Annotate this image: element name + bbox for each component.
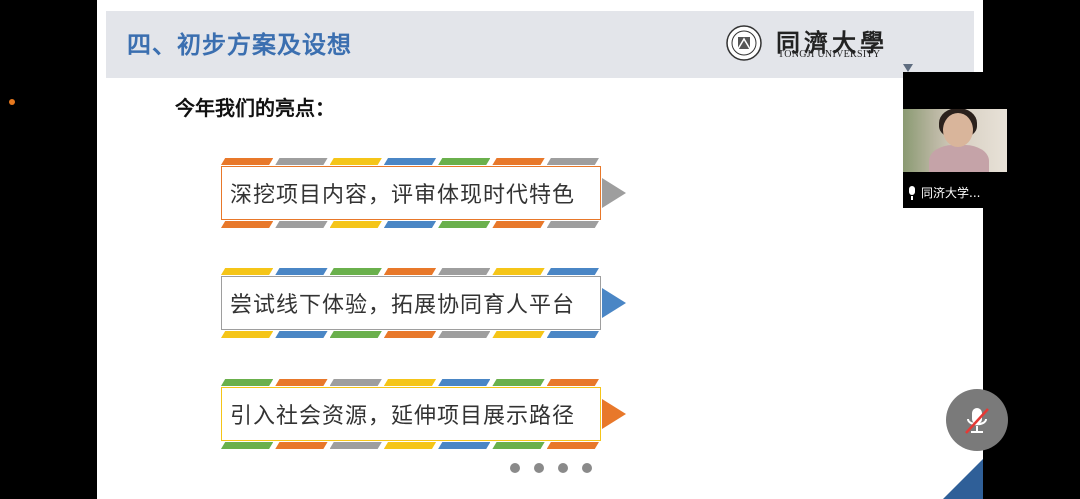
university-seal-icon bbox=[726, 25, 762, 61]
stripe-segment bbox=[329, 268, 382, 275]
stripe-segment bbox=[492, 379, 545, 386]
stripe-segment bbox=[275, 331, 328, 338]
stripe-segment bbox=[492, 331, 545, 338]
stripe-segment bbox=[438, 268, 491, 275]
stripe-segment bbox=[438, 221, 491, 228]
participant-name: 同济大学... bbox=[921, 186, 981, 200]
stripe-segment bbox=[492, 268, 545, 275]
stripe-segment bbox=[329, 158, 382, 165]
status-dot bbox=[9, 99, 15, 105]
arrow-right-icon bbox=[602, 288, 626, 318]
highlight-box: 尝试线下体验，拓展协同育人平台 bbox=[221, 276, 601, 330]
highlight-box: 引入社会资源，延伸项目展示路径 bbox=[221, 387, 601, 441]
stripe-segment bbox=[221, 442, 274, 449]
microphone-icon bbox=[907, 185, 917, 200]
participant-label: 同济大学... bbox=[907, 184, 980, 201]
stripe-segment bbox=[546, 442, 599, 449]
stripe-segment bbox=[221, 331, 274, 338]
corner-marker bbox=[903, 64, 913, 72]
stripe-segment bbox=[383, 158, 437, 165]
stripe-segment bbox=[492, 442, 545, 449]
logo-chinese-name: 同濟大學 bbox=[776, 28, 888, 57]
decor-stripe-bottom bbox=[221, 331, 601, 338]
highlight-item-3: 引入社会资源，延伸项目展示路径 bbox=[221, 379, 631, 449]
stripe-segment bbox=[221, 221, 274, 228]
university-logo: 同濟大學 TONGJI UNIVERSITY bbox=[726, 25, 966, 65]
stripe-segment bbox=[221, 268, 274, 275]
stripe-segment bbox=[329, 331, 382, 338]
stripe-segment bbox=[329, 379, 382, 386]
slide-header: 四、初步方案及设想 同濟大學 TONGJI UNIVERSITY bbox=[106, 11, 974, 78]
stripe-segment bbox=[438, 442, 491, 449]
shared-slide: 四、初步方案及设想 同濟大學 TONGJI UNIVERSITY 今年我们的亮点… bbox=[97, 0, 983, 499]
stripe-segment bbox=[383, 268, 437, 275]
pager-dot[interactable] bbox=[558, 463, 568, 473]
participant-video-tile[interactable]: 同济大学... bbox=[903, 72, 1007, 208]
slide-title: 四、初步方案及设想 bbox=[127, 31, 352, 59]
highlight-item-2: 尝试线下体验，拓展协同育人平台 bbox=[221, 268, 631, 338]
stripe-segment bbox=[546, 331, 599, 338]
stripe-segment bbox=[221, 379, 274, 386]
stripe-segment bbox=[438, 158, 491, 165]
stripe-segment bbox=[275, 158, 328, 165]
pager-dot[interactable] bbox=[534, 463, 544, 473]
stripe-segment bbox=[275, 379, 328, 386]
decor-stripe-bottom bbox=[221, 221, 601, 228]
stripe-segment bbox=[546, 158, 599, 165]
slide-subtitle: 今年我们的亮点： bbox=[175, 96, 335, 120]
decor-stripe-top bbox=[221, 379, 601, 386]
arrow-right-icon bbox=[602, 178, 626, 208]
stripe-segment bbox=[383, 221, 437, 228]
stripe-segment bbox=[329, 442, 382, 449]
stripe-segment bbox=[438, 379, 491, 386]
stripe-segment bbox=[383, 331, 437, 338]
decor-stripe-top bbox=[221, 268, 601, 275]
highlight-text: 引入社会资源，延伸项目展示路径 bbox=[230, 404, 576, 429]
highlight-text: 尝试线下体验，拓展协同育人平台 bbox=[230, 293, 576, 318]
highlight-item-1: 深挖项目内容，评审体现时代特色 bbox=[221, 158, 631, 228]
stripe-segment bbox=[275, 442, 328, 449]
pager-dot[interactable] bbox=[582, 463, 592, 473]
stripe-segment bbox=[438, 331, 491, 338]
slide-pager bbox=[510, 463, 592, 473]
arrow-right-icon bbox=[602, 399, 626, 429]
stripe-segment bbox=[383, 379, 437, 386]
stripe-segment bbox=[546, 268, 599, 275]
logo-english-name: TONGJI UNIVERSITY bbox=[778, 49, 881, 60]
stripe-segment bbox=[492, 221, 545, 228]
participant-video bbox=[903, 109, 1007, 172]
stripe-segment bbox=[275, 268, 328, 275]
stripe-segment bbox=[546, 379, 599, 386]
decor-stripe-bottom bbox=[221, 442, 601, 449]
stripe-segment bbox=[546, 221, 599, 228]
stripe-segment bbox=[329, 221, 382, 228]
microphone-muted-icon bbox=[965, 408, 989, 434]
stripe-segment bbox=[275, 221, 328, 228]
highlight-box: 深挖项目内容，评审体现时代特色 bbox=[221, 166, 601, 220]
stripe-segment bbox=[492, 158, 545, 165]
highlight-text: 深挖项目内容，评审体现时代特色 bbox=[230, 183, 576, 208]
participant-body bbox=[929, 145, 989, 172]
participant-face bbox=[943, 113, 973, 147]
mute-toggle-button[interactable] bbox=[946, 389, 1008, 451]
decor-stripe-top bbox=[221, 158, 601, 165]
corner-decoration bbox=[943, 459, 983, 499]
pager-dot[interactable] bbox=[510, 463, 520, 473]
stripe-segment bbox=[383, 442, 437, 449]
stripe-segment bbox=[221, 158, 274, 165]
